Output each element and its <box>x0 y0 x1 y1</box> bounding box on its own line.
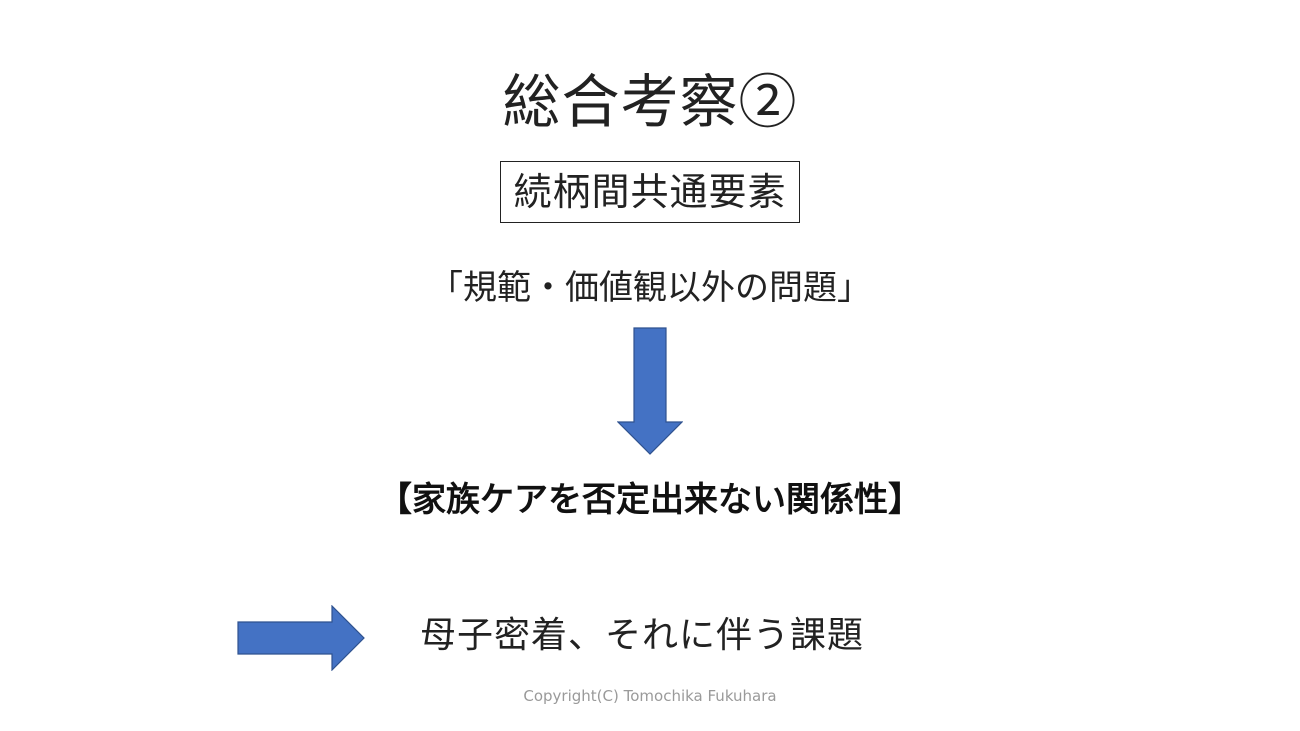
boxed-heading: 続柄間共通要素 <box>500 161 800 223</box>
slide-title: 総合考察② <box>502 68 798 136</box>
right-arrow-shape <box>237 605 365 671</box>
right-arrow-icon <box>237 605 365 671</box>
down-arrow-shape <box>617 327 683 455</box>
copyright-footer: Copyright(C) Tomochika Fukuhara <box>523 687 777 705</box>
quote-text: 「規範・価値観以外の問題」 <box>429 268 871 308</box>
emphasis-text: 【家族ケアを否定出来ない関係性】 <box>378 480 922 520</box>
boxed-heading-container: 続柄間共通要素 <box>0 161 1300 223</box>
conclusion-text: 母子密着、それに伴う課題 <box>420 615 865 656</box>
down-arrow-icon <box>617 327 683 455</box>
